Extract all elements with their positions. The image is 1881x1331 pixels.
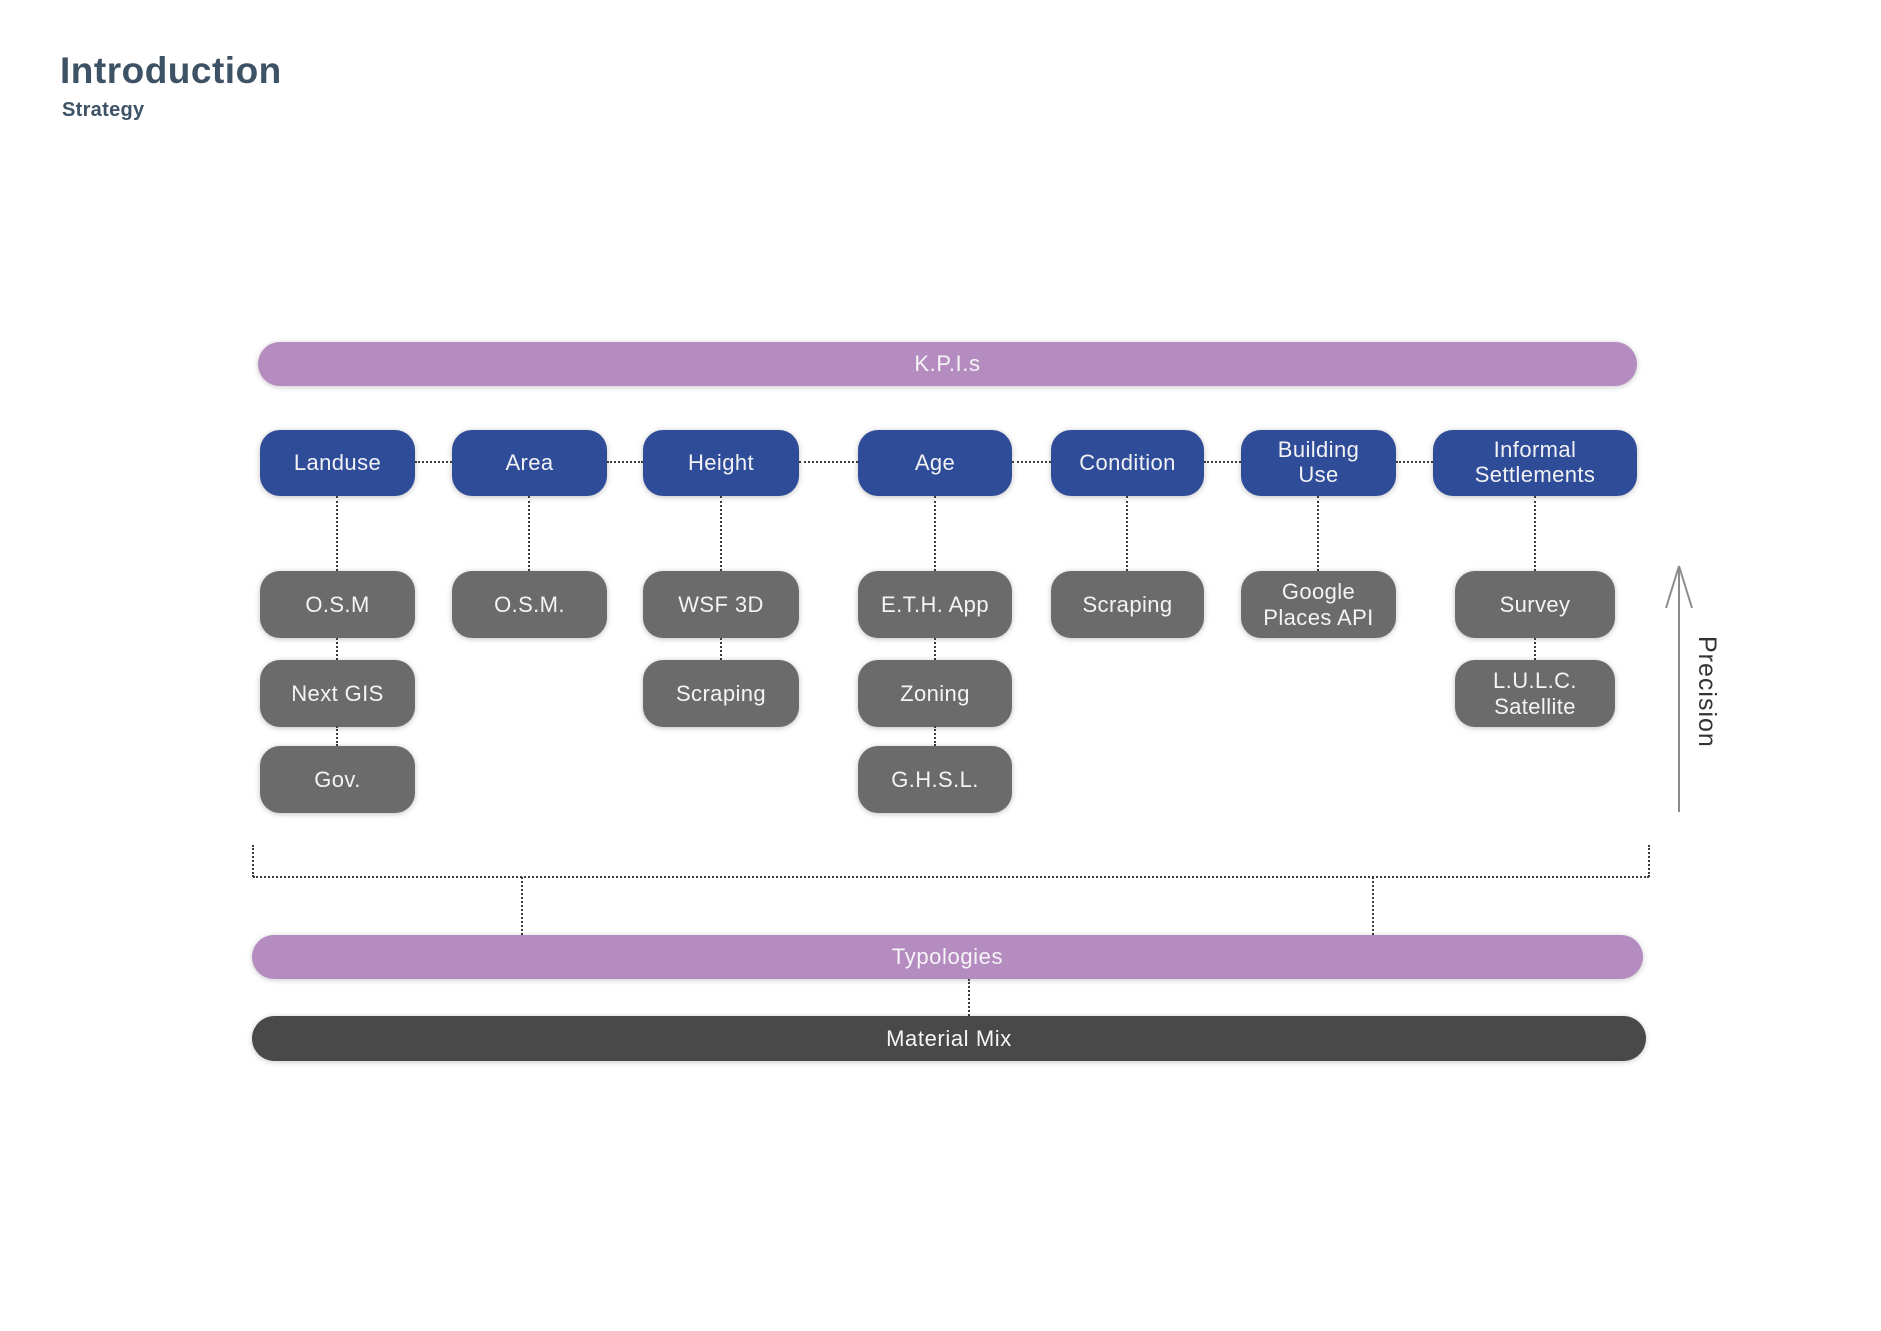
typologies-bar-label: Typologies — [891, 944, 1004, 969]
source-box-ghsl: G.H.S.L. — [858, 746, 1012, 813]
connector-survey-lulc — [1534, 638, 1536, 660]
source-box-label: E.T.H. App — [881, 591, 989, 617]
source-box-eth-app: E.T.H. App — [858, 571, 1012, 638]
source-box-label: G.H.S.L. — [891, 766, 979, 792]
connector-kpi-1-2 — [415, 461, 452, 463]
page-subtitle: Strategy — [62, 99, 145, 121]
source-box-label: Next GIS — [291, 680, 384, 706]
source-box-wsf3d: WSF 3D — [643, 571, 799, 638]
source-box-label: Gov. — [314, 766, 361, 792]
source-box-scraping-height: Scraping — [643, 660, 799, 727]
connector-landuse-src — [336, 496, 338, 571]
collector-drop-right — [1372, 877, 1374, 935]
connector-building-src — [1317, 496, 1319, 571]
source-box-google-places: Google Places API — [1241, 571, 1396, 638]
connector-height-src — [720, 496, 722, 571]
page-title: Introduction — [60, 50, 282, 91]
source-box-label: WSF 3D — [678, 591, 764, 617]
connector-kpi-4-5 — [1012, 461, 1051, 463]
source-box-osm: O.S.M — [260, 571, 415, 638]
connector-zoning-ghsl — [934, 726, 936, 746]
kpi-box-label: Landuse — [293, 449, 382, 475]
source-box-label: Zoning — [900, 680, 970, 706]
typologies-bar: Typologies — [252, 935, 1643, 979]
connector-age-src — [934, 496, 936, 571]
connector-kpi-6-7 — [1396, 461, 1433, 463]
source-box-lulc-satellite: L.U.L.C. Satellite — [1455, 660, 1615, 727]
collector-line — [253, 876, 1649, 878]
collector-stub-right — [1648, 845, 1650, 877]
source-box-survey: Survey — [1455, 571, 1615, 638]
collector-stub-left — [252, 845, 254, 877]
precision-arrow-icon — [1665, 565, 1693, 812]
source-box-label: O.S.M — [305, 591, 370, 617]
kpi-box-label: Height — [688, 449, 754, 475]
material-mix-bar: Material Mix — [252, 1016, 1646, 1061]
kpi-box-building-use: Building Use — [1241, 430, 1396, 496]
connector-kpi-2-3 — [607, 461, 643, 463]
source-box-label: Scraping — [1082, 591, 1173, 617]
source-box-gov: Gov. — [260, 746, 415, 813]
connector-nextgis-gov — [336, 726, 338, 746]
source-box-label: Scraping — [675, 680, 767, 706]
kpi-box-label: Age — [914, 449, 956, 475]
kpi-bar-label: K.P.I.s — [914, 351, 981, 376]
source-box-osm-area: O.S.M. — [452, 571, 607, 638]
source-box-label: Survey — [1499, 591, 1571, 617]
connector-area-src — [528, 496, 530, 571]
kpi-box-label: Informal Settlements — [1474, 437, 1596, 487]
kpi-bar: K.P.I.s — [258, 342, 1637, 386]
connector-informal-src — [1534, 496, 1536, 571]
source-box-label: O.S.M. — [494, 591, 565, 617]
kpi-box-height: Height — [643, 430, 799, 496]
kpi-box-landuse: Landuse — [260, 430, 415, 496]
connector-eth-zoning — [934, 638, 936, 660]
connector-condition-src — [1126, 496, 1128, 571]
material-mix-bar-label: Material Mix — [886, 1025, 1012, 1051]
collector-drop-left — [521, 877, 523, 935]
connector-osm-nextgis — [336, 638, 338, 660]
kpi-box-label: Condition — [1079, 449, 1176, 475]
source-box-next-gis: Next GIS — [260, 660, 415, 727]
connector-typologies-material — [968, 979, 970, 1016]
kpi-box-label: Area — [505, 449, 554, 475]
connector-kpi-3-4 — [799, 461, 858, 463]
kpi-box-age: Age — [858, 430, 1012, 496]
kpi-box-area: Area — [452, 430, 607, 496]
connector-kpi-5-6 — [1204, 461, 1241, 463]
connector-wsf3d-scraping — [720, 638, 722, 660]
source-box-zoning: Zoning — [858, 660, 1012, 727]
kpi-box-condition: Condition — [1051, 430, 1204, 496]
kpi-box-label: Building Use — [1277, 437, 1360, 487]
source-box-label: Google Places API — [1263, 579, 1374, 630]
source-box-label: L.U.L.C. Satellite — [1493, 668, 1577, 719]
precision-axis-label: Precision — [1693, 636, 1721, 748]
kpi-box-informal-settlements: Informal Settlements — [1433, 430, 1637, 496]
source-box-scraping-cond: Scraping — [1051, 571, 1204, 638]
